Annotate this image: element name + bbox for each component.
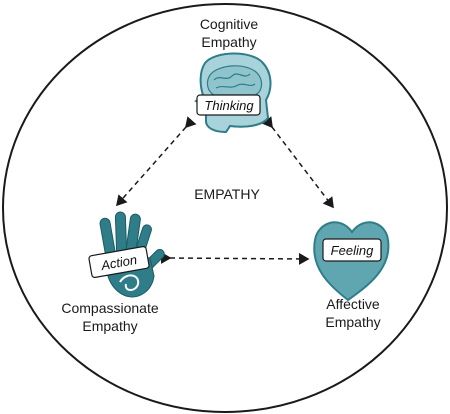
action-tag-box [88,246,150,278]
action-tag: Action [99,252,138,273]
thinking-tag-box [196,94,261,116]
affective-label-line1: Affective [326,296,380,312]
brain-head-icon [194,52,272,134]
feeling-tag-box [322,238,382,262]
outer-ellipse [2,3,448,413]
arrow-cognitive-compassionate [116,116,197,207]
arrow-compassionate-affective [160,251,310,265]
feeling-tag: Feeling [331,243,374,258]
hand-swirl-icon [119,274,140,291]
compassionate-label-line2: Empathy [82,318,137,334]
thinking-tag: Thinking [204,98,254,113]
cognitive-label-line1: Cognitive [200,16,259,32]
center-label: EMPATHY [194,186,260,202]
cognitive-label-line2: Empathy [201,34,256,50]
arrow-cognitive-affective [261,116,334,209]
affective-label-line2: Empathy [325,314,380,330]
compassionate-label-line1: Compassionate [61,300,158,316]
